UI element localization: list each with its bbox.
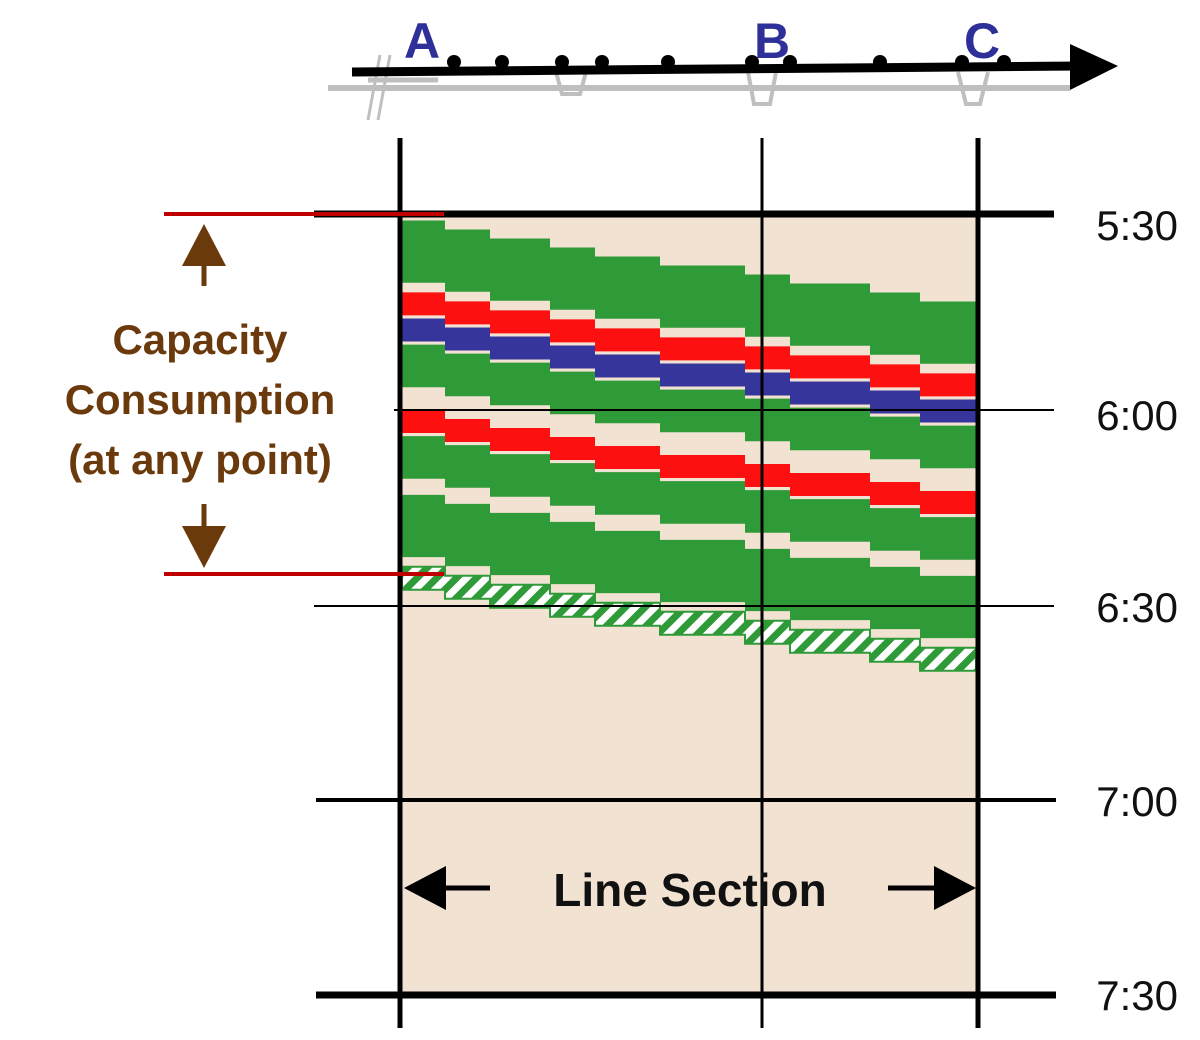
signal-dot-icon: [555, 55, 569, 69]
time-label-0630: 6:30: [1096, 584, 1178, 631]
train-paths: [401, 220, 977, 672]
track-strip: [328, 44, 1118, 121]
train-path-green: [402, 436, 976, 541]
train-path-green: [402, 514, 976, 619]
signal-dot-icon: [447, 55, 461, 69]
train-path-green: [402, 455, 976, 560]
time-label-0530: 5:30: [1096, 202, 1178, 249]
time-label-0600: 6:00: [1096, 392, 1178, 439]
arrow-up-icon: [182, 224, 226, 266]
train-path-green: [402, 344, 976, 449]
train-path-red: [402, 409, 976, 514]
station-label-c: C: [964, 13, 1000, 69]
signal-dot-icon: [661, 55, 675, 69]
signal-dot-icon: [873, 55, 887, 69]
capacity-label-line3: (at any point): [68, 436, 332, 483]
train-path-blue: [402, 318, 976, 423]
signal-dot-icon: [495, 55, 509, 69]
train-path-green: [402, 220, 976, 325]
time-label-0700: 7:00: [1096, 778, 1178, 825]
train-path-green: [402, 534, 976, 639]
signal-dot-icon: [783, 55, 797, 69]
arrow-right-icon: [934, 866, 976, 910]
line-section-arrow: [404, 866, 976, 910]
capacity-label-line1: Capacity: [112, 316, 288, 363]
train-path-green: [402, 494, 976, 599]
signal-dot-icon: [595, 55, 609, 69]
train-path-green: [402, 259, 976, 364]
train-path-green: [402, 364, 976, 469]
capacity-markers: [164, 212, 444, 576]
signal-dot-icon: [955, 55, 969, 69]
train-path-red: [402, 292, 976, 397]
station-label-b: B: [754, 13, 790, 69]
time-label-0730: 7:30: [1096, 972, 1178, 1019]
station-label-a: A: [404, 13, 440, 69]
line-section-label: Line Section: [553, 864, 826, 916]
train-path-green: [402, 240, 976, 345]
signal-dot-icon: [745, 55, 759, 69]
capacity-label-line2: Consumption: [65, 376, 336, 423]
signal-dot-icon: [997, 55, 1011, 69]
arrow-down-icon: [182, 526, 226, 568]
arrow-left-icon: [404, 866, 446, 910]
